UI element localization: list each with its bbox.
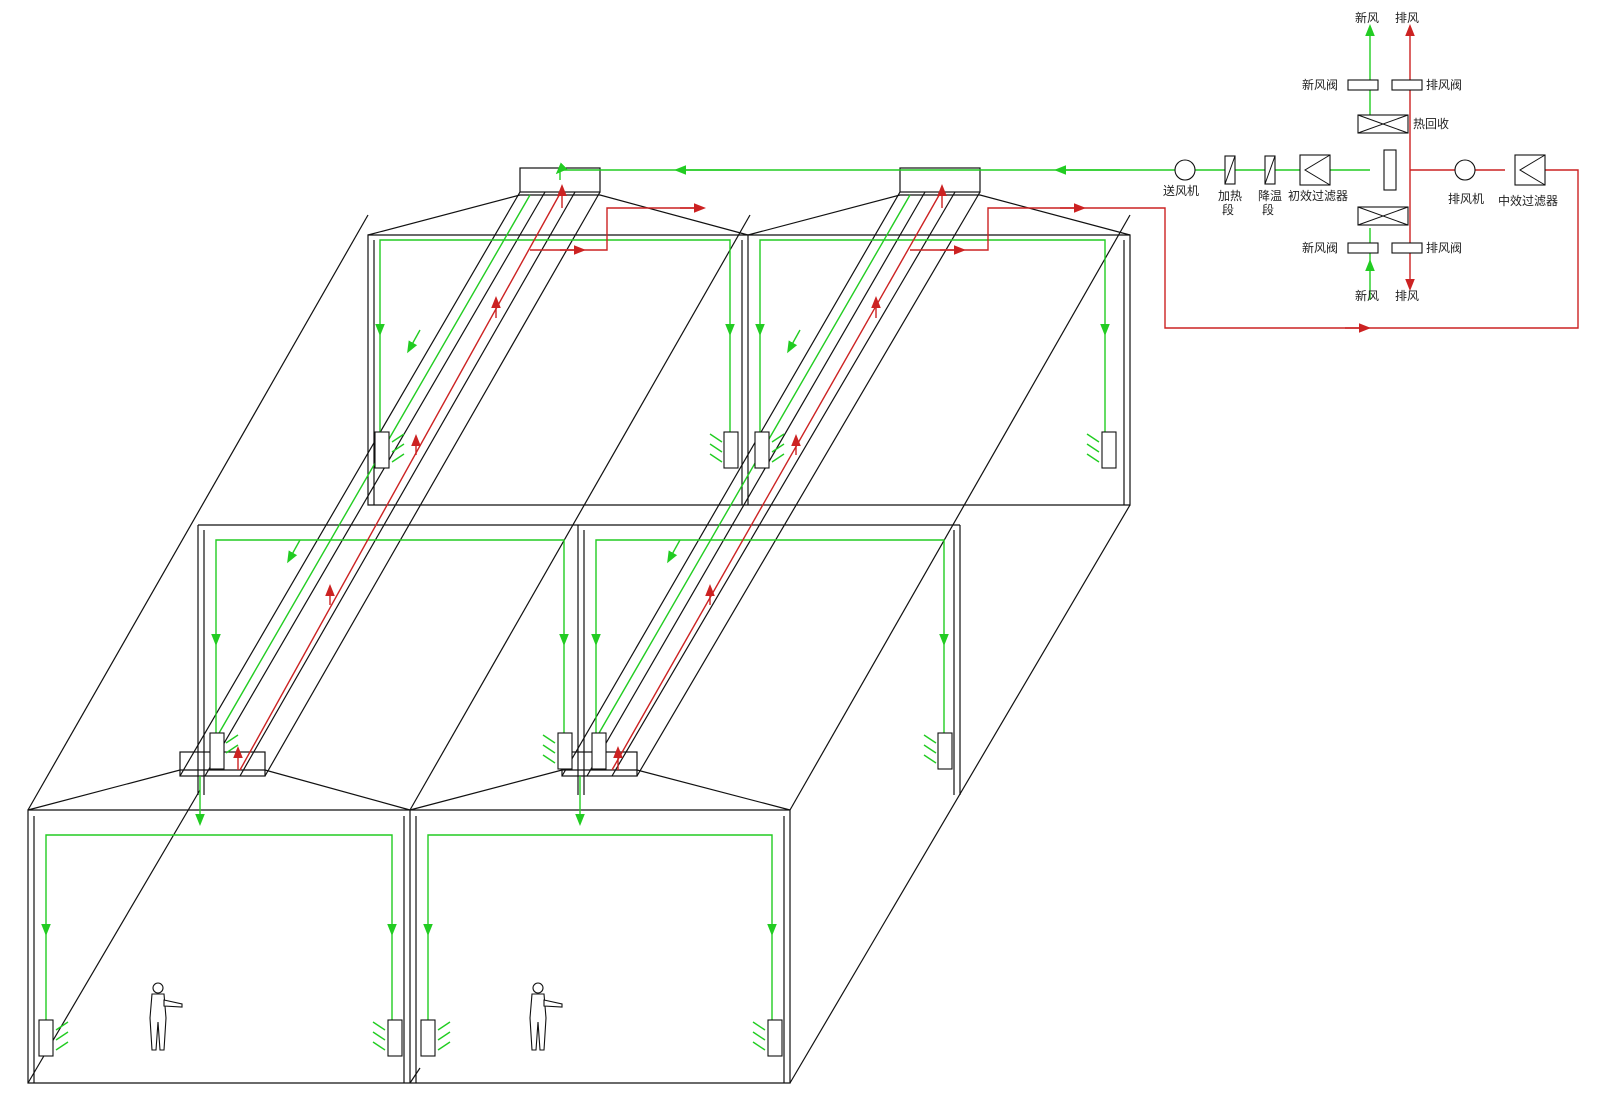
label-exhaust-air-bottom: 排风 (1395, 289, 1419, 303)
label-heating-2: 段 (1222, 202, 1234, 217)
label-fresh-air-bottom: 新风 (1355, 288, 1379, 303)
label-fresh-air-valve-bottom: 新风阀 (1302, 240, 1338, 255)
fan-icon (1174, 159, 1196, 181)
air-handling-unit: 新风 排风 新风阀 排风阀 热回收 送风机 加热 段 降温 段 初效过滤器 排风… (1163, 10, 1558, 303)
damper-icon (1347, 79, 1379, 91)
worker-figure-icon (529, 982, 563, 1051)
label-heating-1: 加热 (1218, 189, 1242, 203)
supply-air-network (41, 162, 1175, 1022)
fan-icon (1454, 159, 1476, 181)
label-exhaust-air-valve-bottom: 排风阀 (1426, 241, 1462, 255)
damper-icon (1347, 242, 1379, 254)
label-fresh-air-valve-top: 新风阀 (1302, 77, 1338, 92)
label-fresh-air-top: 新风 (1355, 10, 1379, 25)
label-cooling-1: 降温 (1258, 189, 1282, 203)
air-diffuser-icon (557, 732, 573, 770)
air-diffusers (38, 431, 1117, 1057)
air-diffuser-icon (38, 1019, 54, 1057)
label-heat-exchanger: 热回收 (1413, 117, 1449, 131)
air-diffuser-icon (937, 732, 953, 770)
air-diffuser-icon (387, 1019, 403, 1057)
damper-icon (1391, 242, 1423, 254)
label-exhaust-air-valve-top: 排风阀 (1426, 78, 1462, 92)
air-diffuser-icon (209, 732, 225, 770)
label-supply-fan: 送风机 (1163, 183, 1199, 198)
label-exhaust-fan: 排风机 (1448, 192, 1484, 206)
label-medium-filter: 中效过滤器 (1498, 193, 1558, 208)
air-diffuser-icon (767, 1019, 783, 1057)
front-wall (27, 809, 791, 1084)
air-diffuser-icon (374, 431, 390, 469)
air-diffuser-icon (591, 732, 607, 770)
air-diffuser-icon (754, 431, 770, 469)
label-cooling-2: 段 (1262, 202, 1274, 217)
air-diffuser-icon (1101, 431, 1117, 469)
building-structure (27, 167, 1131, 1084)
damper-icon (1391, 79, 1423, 91)
worker-figure-icon (149, 982, 183, 1051)
return-air-network (233, 169, 1579, 771)
back-wall (367, 234, 1131, 506)
air-diffuser-icon (420, 1019, 436, 1057)
label-exhaust-air-top: 排风 (1395, 11, 1419, 25)
air-diffuser-icon (723, 431, 739, 469)
coil-icon (1383, 149, 1397, 191)
label-primary-filter: 初效过滤器 (1288, 188, 1348, 203)
